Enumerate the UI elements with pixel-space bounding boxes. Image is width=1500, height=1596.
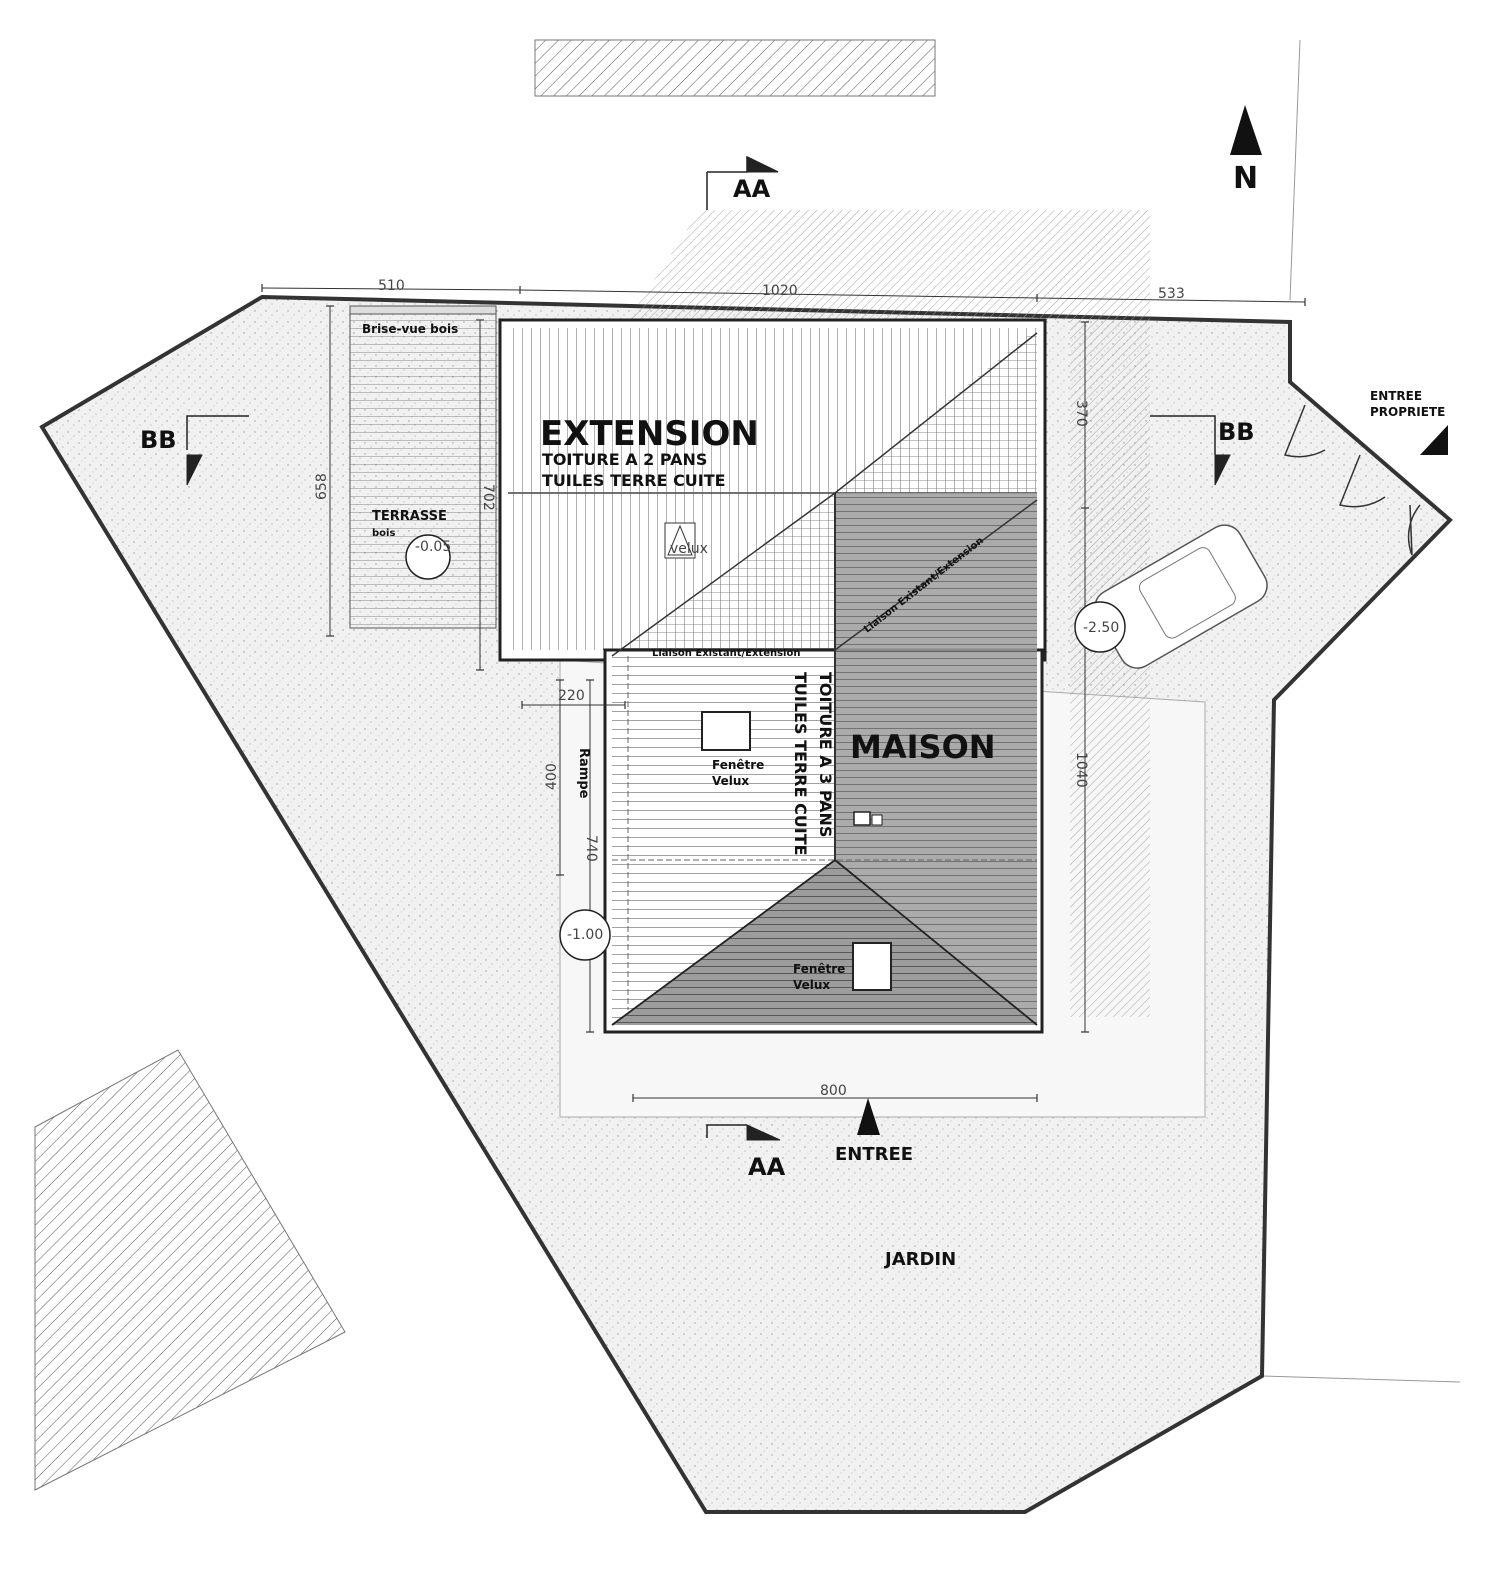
dim-370: 370 <box>1073 400 1089 427</box>
extension-roof-type: TOITURE A 2 PANS <box>542 450 707 469</box>
dim-533: 533 <box>1158 286 1185 302</box>
chimney-2 <box>871 814 883 826</box>
extension-title: EXTENSION <box>540 414 759 454</box>
dim-702: 702 <box>480 484 496 511</box>
chimney <box>853 811 871 826</box>
entree-propriete-line2: PROPRIETE <box>1370 405 1445 419</box>
liaison-label-horizontal: Liaison Existant/Extension <box>652 648 800 659</box>
north-label: N <box>1233 161 1258 196</box>
section-aa-bottom-label: AA <box>748 1153 786 1181</box>
level-terrasse-value: -0.05 <box>415 539 451 555</box>
velux-small-label: velux <box>670 541 708 557</box>
fenetre-velux-2-line1: Fenêtre <box>793 962 845 976</box>
brise-vue-label: Brise-vue bois <box>362 322 458 336</box>
jardin-label: JARDIN <box>883 1249 956 1270</box>
maison-roof-material: TUILES TERRE CUITE <box>791 672 810 856</box>
velux-window-maison-2 <box>852 942 892 991</box>
velux-window-extension <box>664 522 696 559</box>
section-marker-icon <box>186 155 1231 1141</box>
terrasse-label: TERRASSE <box>372 509 447 524</box>
terrasse-sub-label: bois <box>372 528 395 539</box>
neighbour-building-north <box>534 39 936 97</box>
velux-icon <box>667 524 693 556</box>
section-bb-left-label: BB <box>140 426 177 454</box>
fenetre-velux-2-line2: Velux <box>793 978 830 992</box>
level-parking-marker <box>1074 601 1126 653</box>
maison-roof-type: TOITURE A 3 PANS <box>816 672 835 837</box>
level-terrasse-marker <box>405 534 451 580</box>
dim-1020: 1020 <box>762 283 798 299</box>
maison-roof-south-slope <box>612 860 1037 1025</box>
rampe-label: Rampe <box>576 748 591 799</box>
north-arrow-icon <box>1230 105 1262 155</box>
maison-title: MAISON <box>850 728 996 766</box>
entree-label: ENTREE <box>835 1144 913 1165</box>
maison-roof-east-slope <box>835 493 1037 1025</box>
dim-658: 658 <box>314 473 330 500</box>
entrance-propriete-arrow-icon <box>1420 425 1448 455</box>
door-swing-icon <box>1283 404 1421 556</box>
level-rampe-marker <box>559 909 611 961</box>
wood-terrace <box>349 305 497 629</box>
entree-propriete-line1: ENTREE <box>1370 389 1422 403</box>
maison-roof-west-slope <box>612 656 835 1025</box>
velux-window-maison-1 <box>701 711 751 751</box>
extension-roof-slope <box>835 328 1037 493</box>
dim-800: 800 <box>820 1083 847 1099</box>
section-bb-right-label: BB <box>1218 418 1255 446</box>
level-rampe-value: -1.00 <box>567 927 603 943</box>
dim-220: 220 <box>558 688 585 704</box>
dim-510: 510 <box>378 278 405 294</box>
building-shadow <box>628 210 1150 1017</box>
dim-740: 740 <box>583 835 599 862</box>
extension-roof-material: TUILES TERRE CUITE <box>542 471 726 490</box>
fenetre-velux-1-line2: Velux <box>712 774 749 788</box>
dim-1040: 1040 <box>1073 752 1089 788</box>
level-parking-value: -2.50 <box>1083 620 1119 636</box>
entrance-arrow-icon <box>857 1098 880 1135</box>
fenetre-velux-1-line1: Fenêtre <box>712 758 764 772</box>
neighbour-building-southwest <box>34 1049 346 1491</box>
privacy-screen <box>349 305 497 315</box>
section-aa-top-label: AA <box>733 175 771 203</box>
dim-400: 400 <box>544 763 560 790</box>
